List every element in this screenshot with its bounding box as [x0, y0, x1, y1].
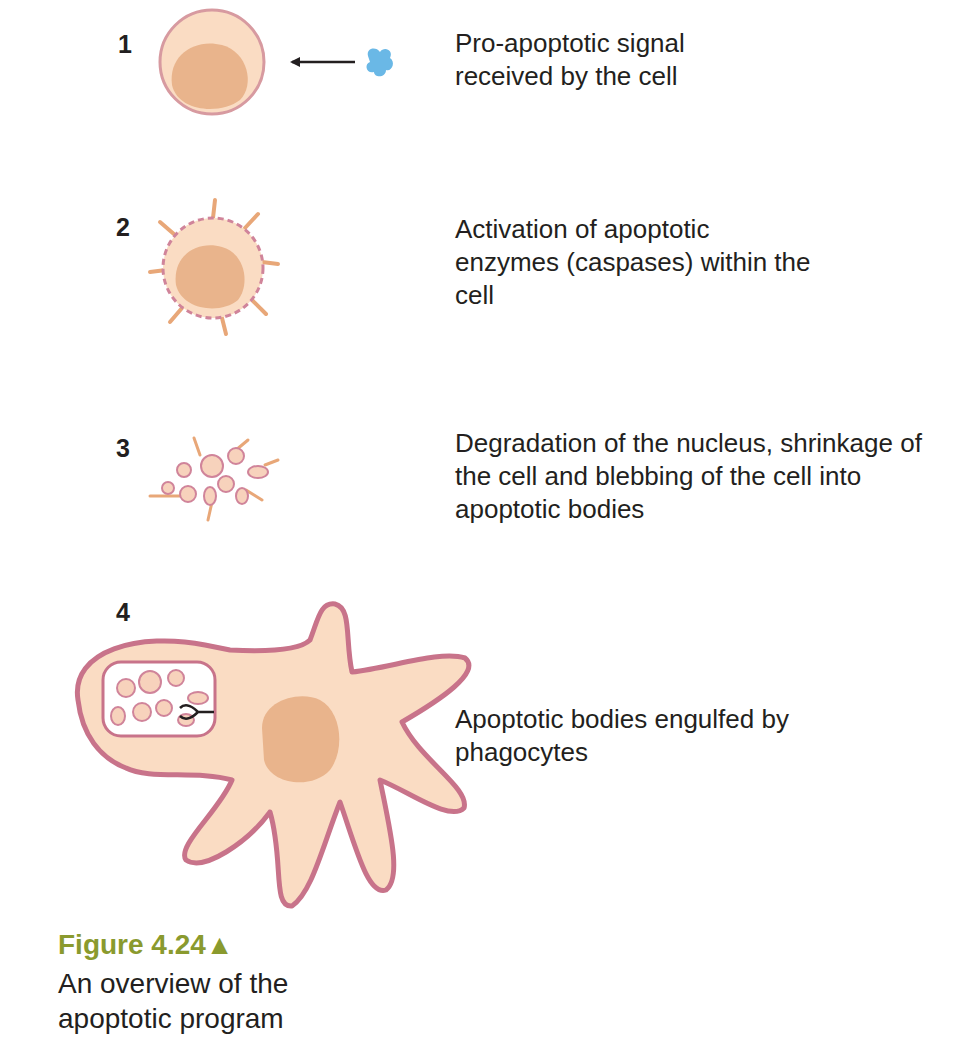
apoptotic-cell	[150, 200, 278, 334]
stage-description: Pro-apoptotic signal received by the cel…	[455, 27, 755, 93]
phagosome	[103, 662, 215, 736]
apoptotic-cell-body	[163, 218, 263, 318]
healthy-cell	[160, 10, 264, 114]
callout-number: 3	[116, 434, 156, 462]
callout-number: 4	[116, 598, 156, 626]
callout-number: 1	[118, 30, 158, 58]
phagocyte	[77, 604, 469, 906]
apoptotic-bodies	[150, 438, 278, 520]
stage-description: Apoptotic bodies engulfed by phagocytes	[455, 703, 815, 769]
nucleus	[176, 245, 245, 308]
receptor	[180, 705, 214, 718]
phagocyte-nucleus	[262, 696, 339, 782]
engulfed-bodies	[111, 670, 208, 726]
stage-description: Activation of apoptotic enzymes (caspase…	[455, 213, 815, 312]
figure-caption: An overview of the apoptotic program	[58, 966, 358, 1036]
figure-number: Figure 4.24▲	[58, 928, 378, 962]
signal-molecule	[367, 49, 393, 77]
callout-number: 2	[116, 213, 156, 241]
signal-arrow	[292, 61, 355, 64]
stage-description: Degradation of the nucleus, shrinkage of…	[455, 427, 950, 526]
